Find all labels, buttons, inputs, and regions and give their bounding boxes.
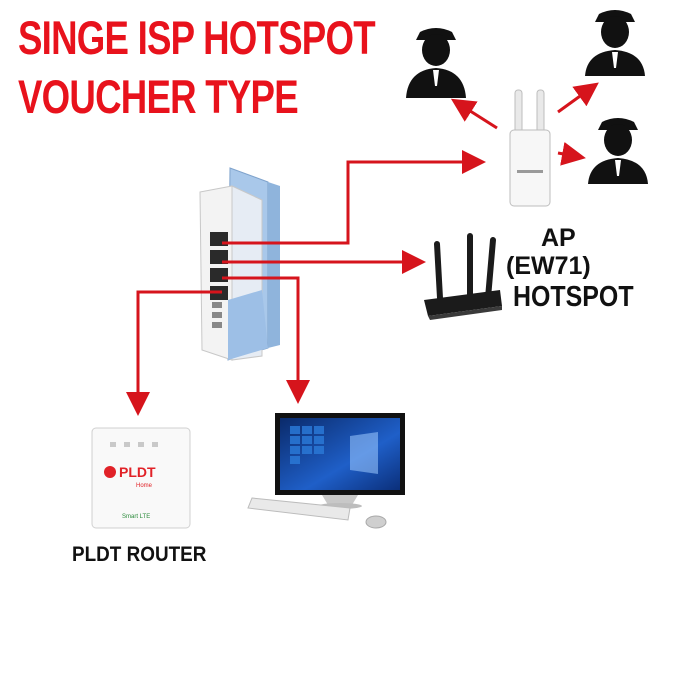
line-to-computer xyxy=(222,276,310,404)
line-ap-to-user-right-top xyxy=(557,82,599,114)
ap-label: AP xyxy=(541,224,576,252)
pldt-router-label: PLDT ROUTER xyxy=(72,543,207,566)
line-ap-to-user-left xyxy=(450,98,498,130)
ew71-router-icon xyxy=(424,233,502,320)
hotspot-label: HOTSPOT xyxy=(513,281,634,313)
desktop-computer-icon xyxy=(247,413,405,529)
connection-lines xyxy=(126,82,599,416)
pldt-brand-text: PLDT xyxy=(119,464,156,480)
outdoor-access-point-icon xyxy=(509,89,551,207)
diagram-title-line-1: SINGE ISP HOTSPOT xyxy=(18,11,376,64)
mikrotik-router-icon xyxy=(199,167,280,361)
pldt-home-text: Home xyxy=(136,483,153,489)
ap-model-label: (EW71) xyxy=(506,252,591,280)
line-to-pldt-router xyxy=(126,290,222,416)
line-ap-to-user-right-bottom xyxy=(557,141,586,166)
diagram-title-line-2: VOUCHER TYPE xyxy=(18,70,299,123)
pldt-router-icon: PLDT Home Smart LTE xyxy=(91,427,191,529)
user-icon-right-bottom xyxy=(588,118,648,184)
line-to-outdoor-ap xyxy=(222,150,486,245)
user-icon-left xyxy=(406,28,466,98)
user-icon-right-top xyxy=(585,10,645,76)
smart-lte-badge: Smart LTE xyxy=(122,514,150,520)
